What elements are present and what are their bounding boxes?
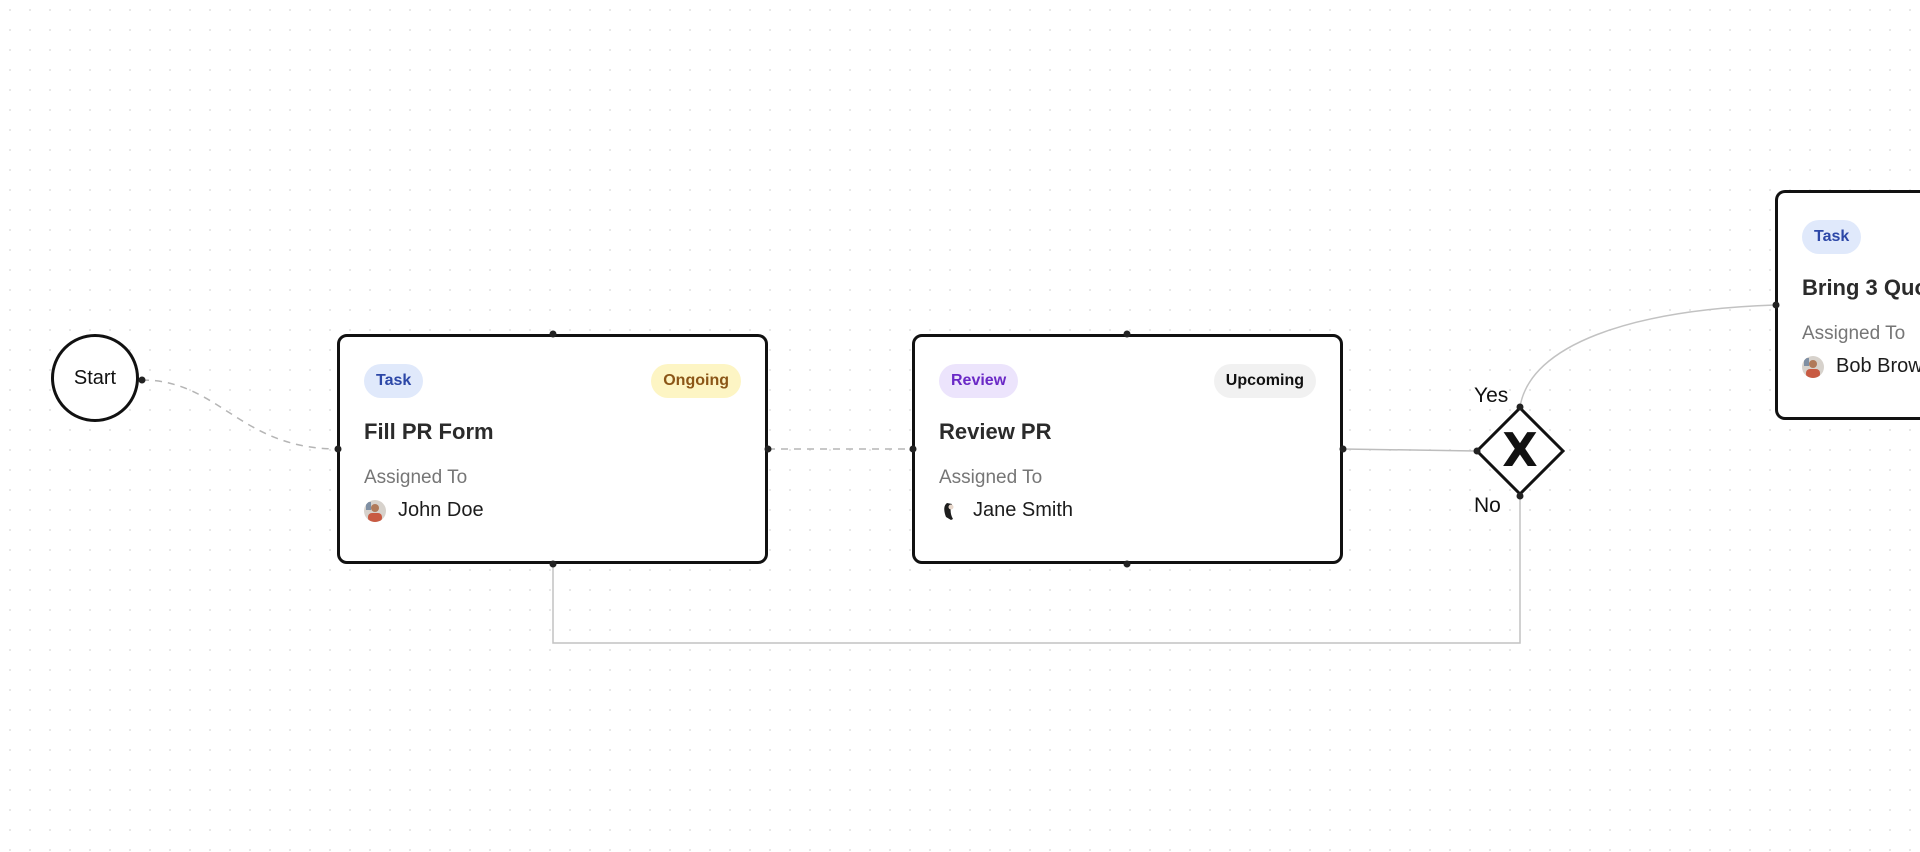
node-title: Bring 3 Quo — [1802, 275, 1920, 300]
exclusive-gateway-icon: X — [1474, 405, 1566, 497]
node-handle-left[interactable] — [1772, 301, 1780, 309]
node-fill-pr-form[interactable]: Task Ongoing Fill PR Form Assigned To Jo… — [337, 334, 768, 564]
assigned-to-label: Assigned To — [939, 467, 1043, 488]
edge-review-pr-to-gateway[interactable] — [1342, 448, 1477, 452]
node-handle-left[interactable] — [334, 445, 342, 453]
node-handle-top[interactable] — [1123, 330, 1131, 338]
gateway-handle-bottom[interactable] — [1516, 492, 1524, 500]
node-type-badge: Task — [1802, 220, 1862, 254]
assignee-name: Bob Brow — [1836, 355, 1920, 377]
assignee-name: John Doe — [398, 499, 484, 521]
edge-start-to-fill-pr[interactable] — [141, 379, 341, 450]
start-node-handle-right[interactable] — [138, 376, 146, 384]
assigned-to-label: Assigned To — [364, 467, 468, 488]
status-badge: Upcoming — [1213, 364, 1316, 398]
node-type-badge: Review — [939, 364, 1019, 398]
assignee: John Doe — [364, 499, 741, 522]
start-node-label: Start — [73, 366, 117, 389]
assigned-to-label: Assigned To — [1802, 323, 1906, 344]
gateway-handle-top[interactable] — [1516, 403, 1524, 411]
gateway-symbol: X — [1502, 423, 1537, 477]
exclusive-gateway[interactable]: X — [1474, 405, 1566, 497]
avatar — [364, 499, 386, 522]
node-handle-right[interactable] — [764, 445, 772, 453]
node-handle-right[interactable] — [1339, 445, 1347, 453]
start-node[interactable]: Start — [51, 334, 139, 422]
node-header: Task Ongoing — [364, 363, 741, 399]
avatar — [1802, 355, 1824, 378]
node-header: Review Upcoming — [939, 363, 1316, 399]
edge-label-no: No — [1474, 494, 1501, 517]
node-handle-top[interactable] — [549, 330, 557, 338]
node-handle-bottom[interactable] — [549, 560, 557, 568]
node-type-badge: Task — [364, 364, 424, 398]
assignee: Jane Smith — [939, 499, 1316, 522]
node-bring-quotes[interactable]: Task Bring 3 Quo Assigned To Bob Brow — [1775, 190, 1920, 420]
edge-gateway-yes[interactable] — [1519, 304, 1776, 408]
node-handle-left[interactable] — [909, 445, 917, 453]
status-badge: Ongoing — [651, 364, 741, 398]
node-title: Review PR — [939, 419, 1052, 444]
node-title: Fill PR Form — [364, 419, 494, 444]
node-handle-bottom[interactable] — [1123, 560, 1131, 568]
edge-label-yes: Yes — [1474, 384, 1509, 407]
gateway-handle-left[interactable] — [1473, 447, 1481, 455]
assignee: Bob Brow — [1802, 355, 1920, 378]
assignee-name: Jane Smith — [973, 499, 1074, 521]
avatar — [939, 499, 961, 522]
node-review-pr[interactable]: Review Upcoming Review PR Assigned To Ja… — [912, 334, 1343, 564]
node-header: Task — [1802, 219, 1920, 255]
